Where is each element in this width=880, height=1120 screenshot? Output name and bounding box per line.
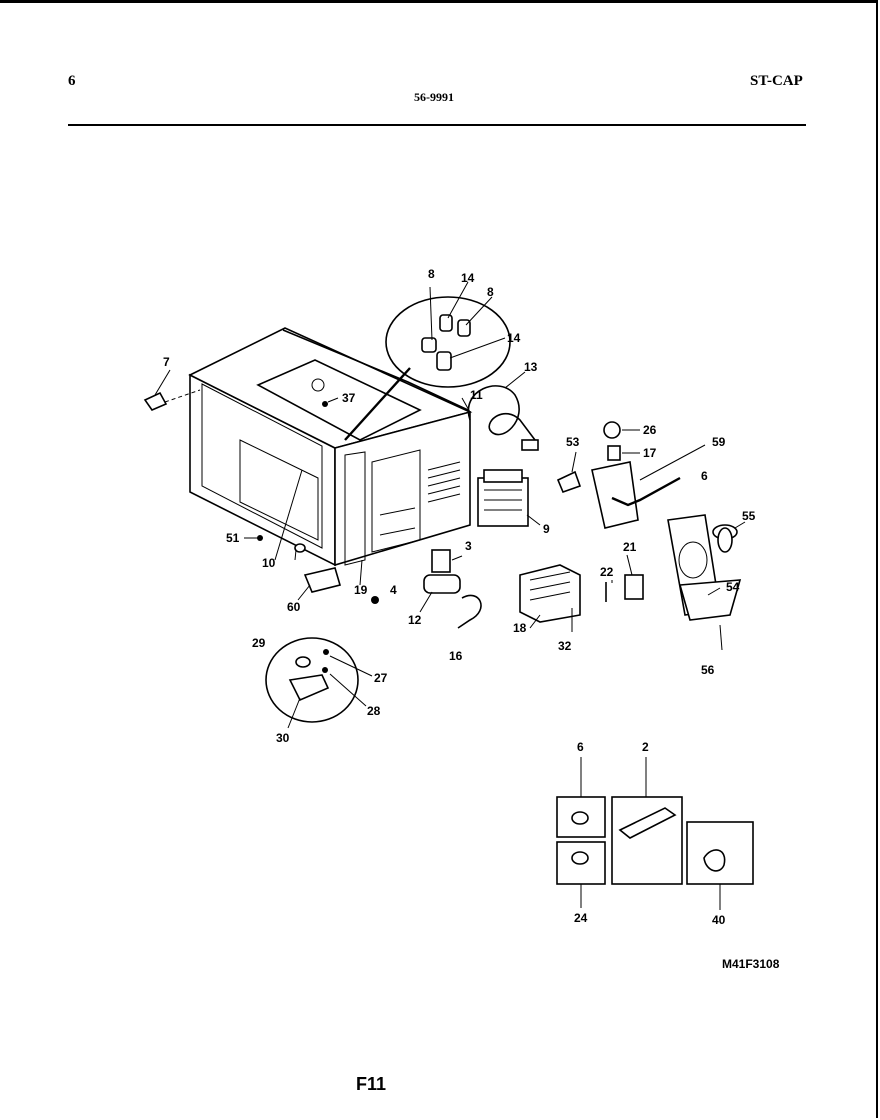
callout-2: 2	[642, 740, 649, 754]
footer-label: F11	[356, 1074, 387, 1094]
callout-14a: 14	[461, 271, 475, 285]
header-rule	[68, 124, 806, 126]
callout-8a: 8	[428, 267, 435, 281]
part-60-bracket	[303, 567, 342, 593]
callout-21: 21	[623, 540, 637, 554]
part-51-screw	[257, 535, 263, 541]
accessory-boxes	[556, 757, 754, 910]
part-55-fan-blade	[712, 521, 746, 553]
page-number: 6	[68, 73, 76, 89]
callout-27: 27	[374, 671, 388, 685]
callout-51: 51	[226, 531, 240, 545]
diagram-id: M41F3108	[722, 957, 780, 971]
callout-29: 29	[252, 636, 266, 650]
callout-26: 26	[643, 423, 657, 437]
callout-14b: 14	[507, 331, 521, 345]
callout-55: 55	[742, 509, 756, 523]
callout-11: 11	[470, 388, 483, 402]
callout-4: 4	[390, 583, 397, 597]
callout-8b: 8	[487, 285, 494, 299]
callout-3: 3	[465, 539, 472, 553]
callout-59: 59	[712, 435, 726, 449]
part-4-screw	[371, 596, 379, 604]
leader-lines	[274, 281, 721, 629]
callout-40: 40	[712, 913, 726, 927]
model-number: 56-9991	[414, 90, 454, 104]
callout-7: 7	[163, 355, 170, 369]
callout-54: 54	[726, 580, 740, 594]
part-54-fan-housing	[667, 514, 742, 651]
zoom-circle-switches	[385, 296, 511, 388]
callout-labels: 7 37 8 14 8 14 13 11 53 26 17 59 6 55 9 …	[163, 267, 756, 927]
oven-cabinet	[164, 327, 473, 567]
callout-6b: 6	[577, 740, 584, 754]
callout-18: 18	[513, 621, 527, 635]
part-17-spring	[607, 445, 621, 461]
callout-37: 37	[342, 391, 356, 405]
part-53-bracket	[556, 470, 582, 494]
part-13-power-cord	[467, 371, 539, 451]
callout-17: 17	[643, 446, 657, 460]
part-3-bracket	[431, 549, 451, 573]
part-7-latch	[143, 369, 171, 411]
callout-13: 13	[524, 360, 538, 374]
part-18-transformer	[519, 564, 581, 632]
part-12-capacitor	[423, 574, 461, 594]
callout-19: 19	[354, 583, 368, 597]
callout-53: 53	[566, 435, 580, 449]
part-26-knob	[603, 421, 621, 439]
zoom-circle-stirrer	[265, 637, 373, 729]
callout-9: 9	[543, 522, 550, 536]
callout-10: 10	[262, 556, 276, 570]
part-59-bracket	[591, 444, 706, 529]
callout-30: 30	[276, 731, 290, 745]
part-9-magnetron	[477, 469, 541, 527]
callout-12: 12	[408, 613, 422, 627]
callout-32: 32	[558, 639, 572, 653]
callout-6a: 6	[701, 469, 708, 483]
callout-16: 16	[449, 649, 463, 663]
section-code: ST-CAP	[750, 73, 803, 89]
part-37-screw	[322, 401, 328, 407]
part-10-nut	[294, 543, 306, 553]
callout-28: 28	[367, 704, 381, 718]
part-16-diode	[457, 594, 482, 629]
callout-56: 56	[701, 663, 715, 677]
part-21-switch	[624, 574, 644, 600]
callout-24: 24	[574, 911, 588, 925]
callout-22: 22	[600, 565, 614, 579]
callout-60: 60	[287, 600, 301, 614]
